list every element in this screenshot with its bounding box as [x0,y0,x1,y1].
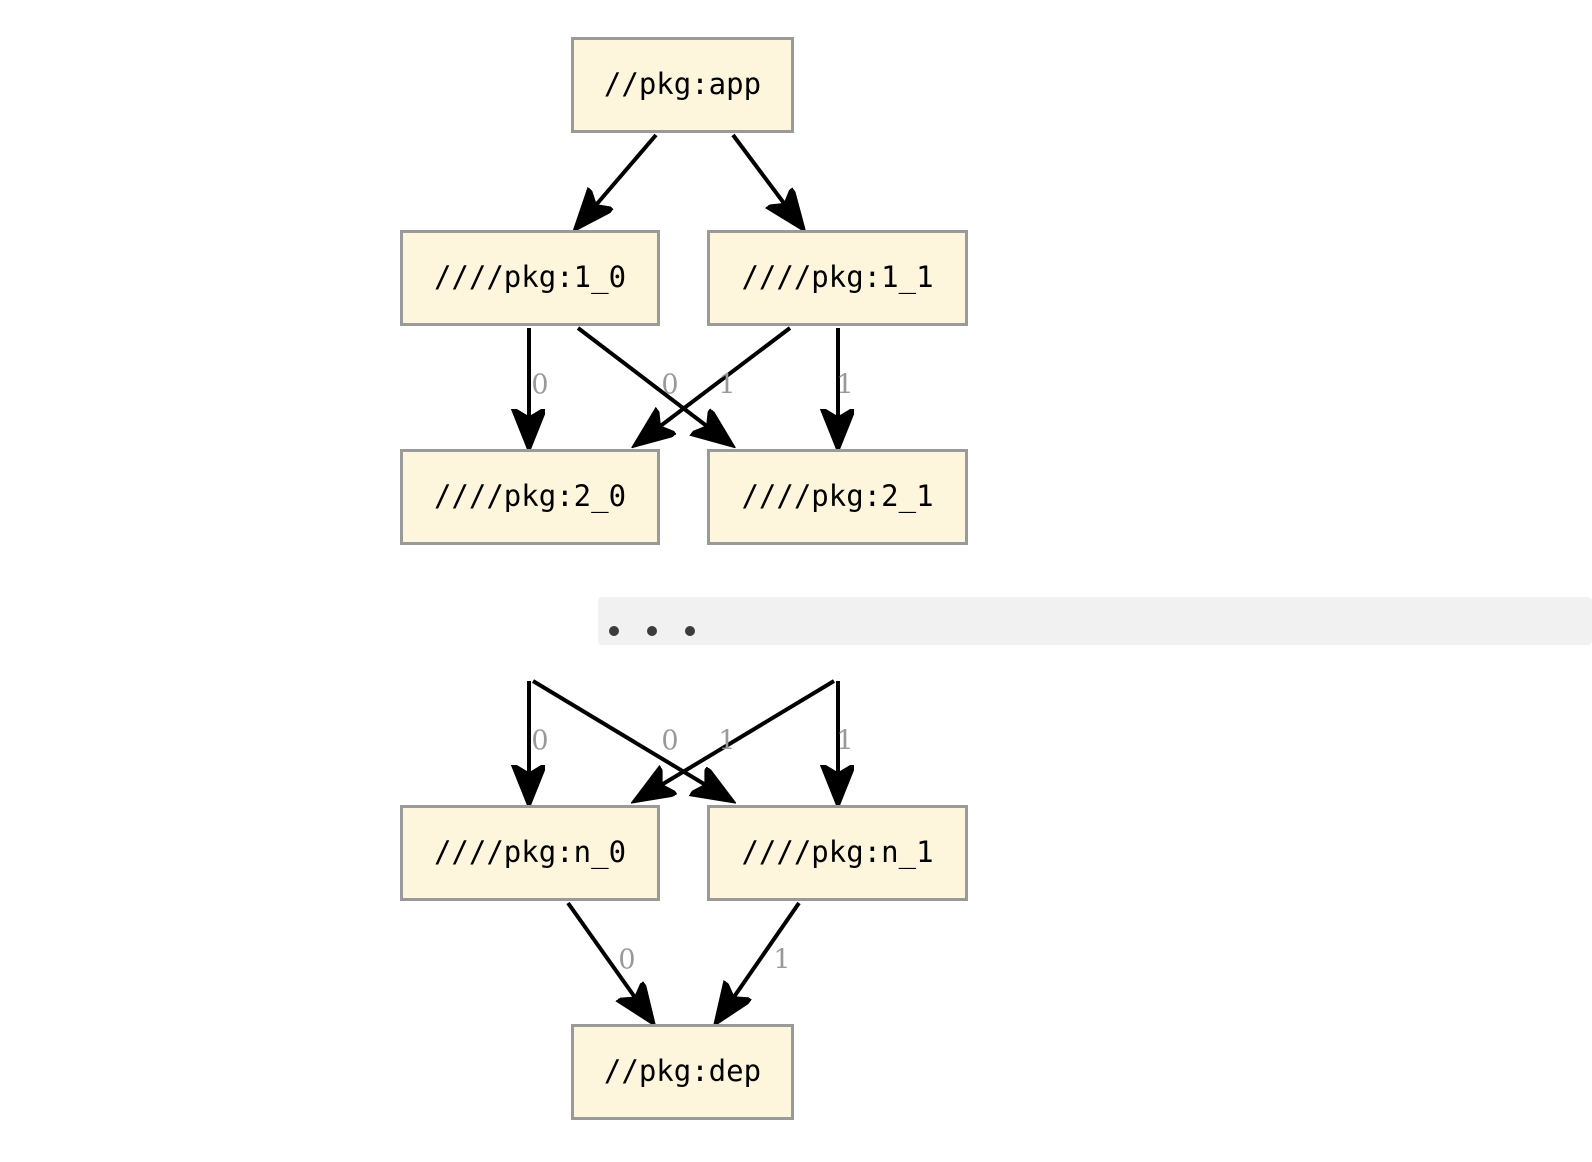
graph-node-ln_0[interactable]: ////pkg:n_0 [400,805,660,901]
graph-edge: 0 [529,328,549,445]
edge-line [638,679,836,799]
node-label: //pkg:dep [604,1054,761,1088]
node-box[interactable] [571,1024,794,1120]
graph-edge: 1 [638,679,836,799]
graph-edge [731,133,801,226]
edge-label: 0 [531,726,548,757]
graph-edge: 1 [718,901,801,1020]
edge-line [731,133,801,226]
edge-label: 0 [661,370,678,401]
ellipsis-dot [685,626,695,636]
node-box[interactable] [400,230,660,326]
node-box[interactable] [707,230,968,326]
edge-label: 1 [836,726,853,757]
node-label: ////pkg:1_0 [434,260,626,295]
ellipsis-layer [598,597,1592,645]
node-box[interactable] [707,449,968,545]
graph-node-dep[interactable]: //pkg:dep [571,1024,794,1120]
ellipsis-band [598,597,1592,645]
edge-line [576,326,729,443]
graph-edge: 0 [566,901,651,1020]
edge-label: 1 [718,370,735,401]
ellipsis-dot [609,626,619,636]
node-layer: //pkg:app ////pkg:1_0 ////pkg:1_1 ////pkg:2… [400,37,968,1120]
edge-label: 0 [661,726,678,757]
node-label: ////pkg:n_1 [741,835,933,870]
graph-edge: 0 [531,679,729,799]
graph-edge: 1 [836,328,853,445]
node-box[interactable] [707,805,968,901]
graph-node-l2_1[interactable]: ////pkg:2_1 [707,449,968,545]
graph-node-ln_1[interactable]: ////pkg:n_1 [707,805,968,901]
graph-node-l1_1[interactable]: ////pkg:1_1 [707,230,968,326]
node-box[interactable] [571,37,794,133]
node-box[interactable] [400,449,660,545]
graph-node-l1_0[interactable]: ////pkg:1_0 [400,230,660,326]
edge-line [578,133,658,226]
edge-line [718,901,801,1020]
graph-edge [578,133,658,226]
edge-layer: 0 0 1 1 0 0 1 1 0 1 [529,133,854,1020]
edge-label: 0 [618,945,635,976]
graph-edge: 1 [638,326,792,443]
edge-line [638,326,792,443]
node-box[interactable] [400,805,660,901]
ellipsis-dot [647,626,657,636]
graph-edge: 1 [836,681,853,801]
graph-edge: 0 [529,681,549,801]
edge-label: 1 [773,945,790,976]
graph-node-l2_0[interactable]: ////pkg:2_0 [400,449,660,545]
node-label: //pkg:app [604,67,761,101]
edge-label: 0 [531,370,548,401]
node-label: ////pkg:2_0 [434,479,626,514]
node-label: ////pkg:n_0 [434,835,626,870]
graph-node-app[interactable]: //pkg:app [571,37,794,133]
graph-edge: 0 [576,326,729,443]
node-label: ////pkg:2_1 [741,479,933,514]
edge-label: 1 [836,370,853,401]
edge-line [531,679,729,799]
edge-label: 1 [718,726,735,757]
edge-line [566,901,651,1020]
node-label: ////pkg:1_1 [741,260,933,295]
